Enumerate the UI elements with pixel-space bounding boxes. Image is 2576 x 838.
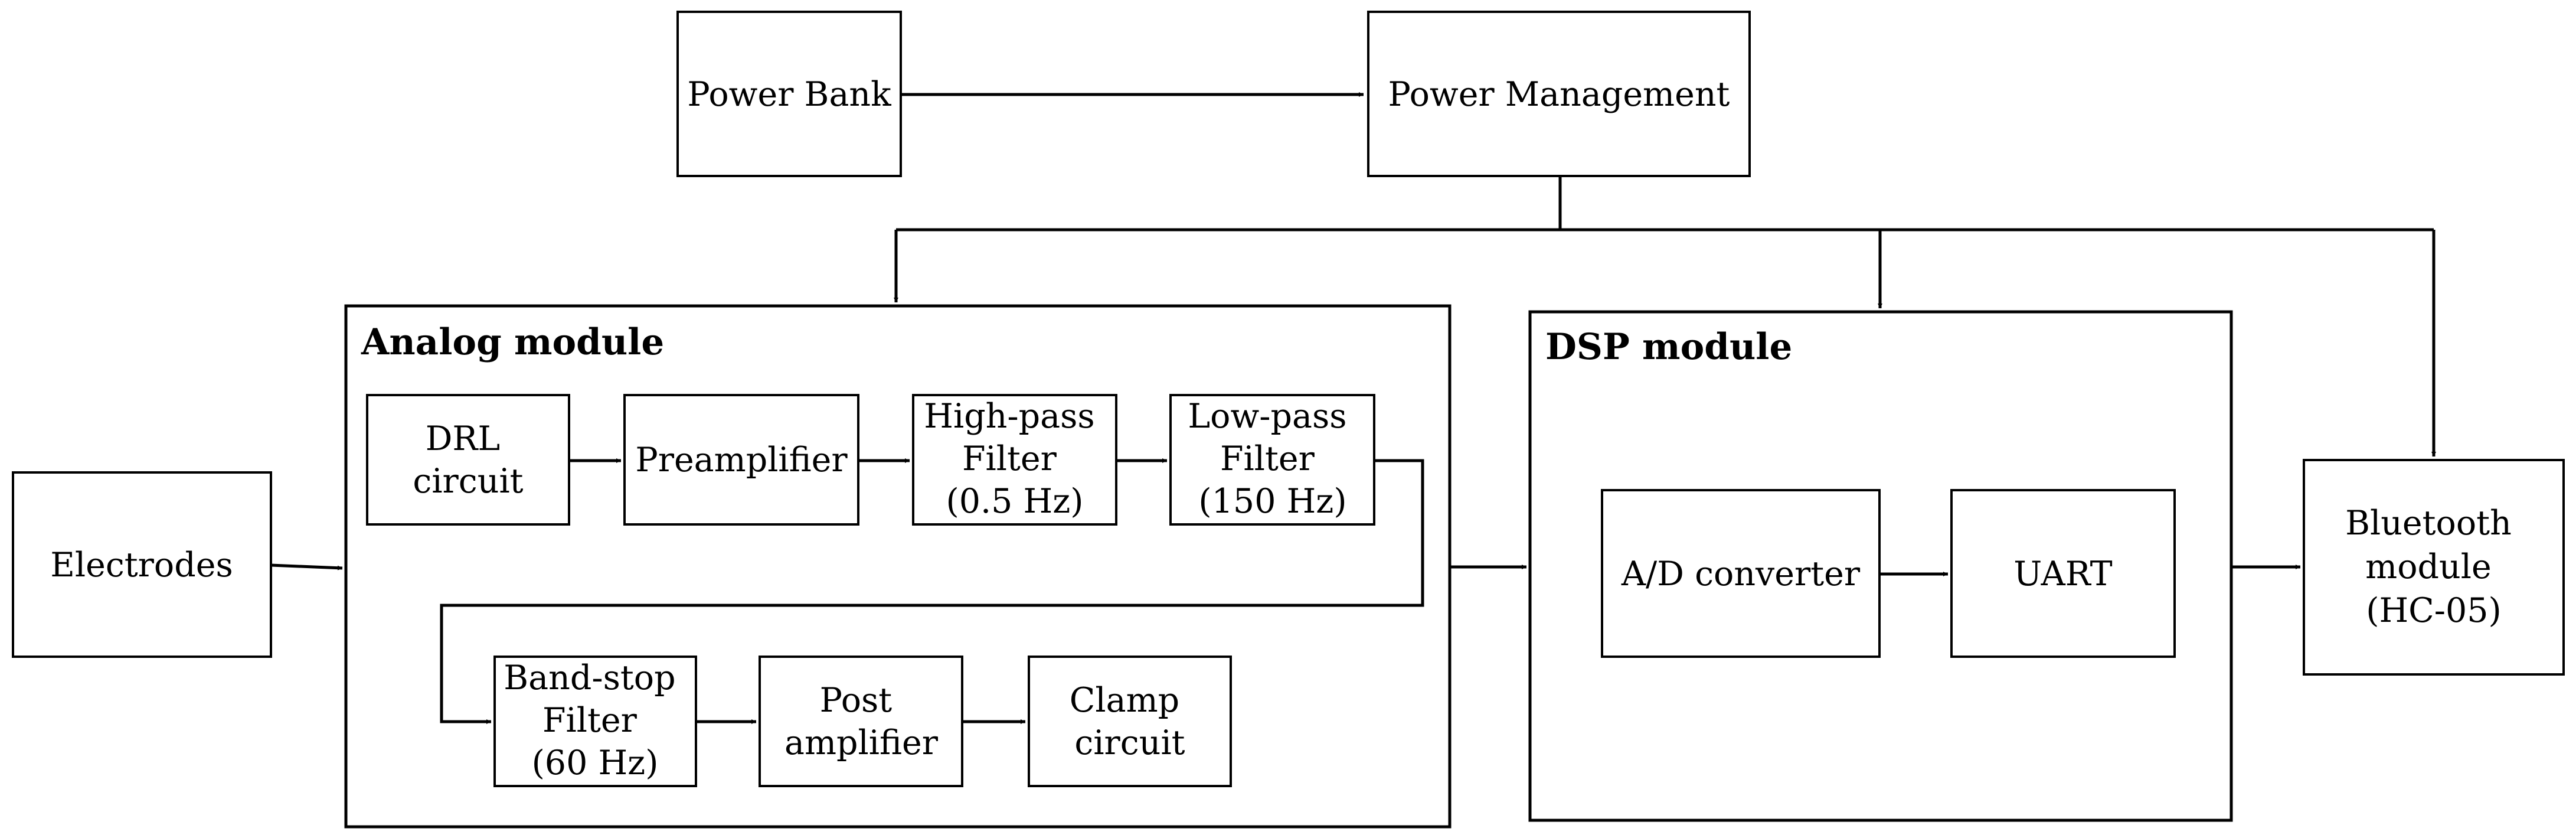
high-pass-filter-label: High-pass Filter (0.5 Hz) xyxy=(924,397,1106,521)
uart-block: UART xyxy=(1950,489,2176,658)
clamp-circuit-block: Clamp circuit xyxy=(1028,656,1232,787)
preamplifier-block: Preamplifier xyxy=(623,394,859,526)
bluetooth-module-block: Bluetooth module (HC-05) xyxy=(2303,459,2565,676)
bluetooth-module-label: Bluetooth module (HC-05) xyxy=(2345,504,2522,630)
power-bank-block: Power Bank xyxy=(676,11,902,177)
dsp-module-title: DSP module xyxy=(1545,326,1792,368)
preamplifier-label: Preamplifier xyxy=(635,441,848,480)
band-stop-filter-label: Band-stop Filter (60 Hz) xyxy=(504,658,686,782)
ad-converter-block: A/D converter xyxy=(1601,489,1881,658)
high-pass-filter-block: High-pass Filter (0.5 Hz) xyxy=(912,394,1117,526)
electrodes-block: Electrodes xyxy=(12,471,272,658)
wire-electrodes-to-analog xyxy=(270,563,343,570)
clamp-circuit-label: Clamp circuit xyxy=(1070,681,1191,762)
band-stop-filter-block: Band-stop Filter (60 Hz) xyxy=(493,656,697,787)
uart-label: UART xyxy=(2013,555,2112,594)
wire-low-pass-to-band-stop xyxy=(440,459,1424,724)
power-management-block: Power Management xyxy=(1367,11,1751,177)
drl-circuit-label: DRL circuit xyxy=(413,419,523,501)
dsp-module: DSP module xyxy=(1528,310,2233,822)
low-pass-filter-label: Low-pass Filter (150 Hz) xyxy=(1188,397,1357,521)
electrodes-label: Electrodes xyxy=(50,546,233,585)
low-pass-filter-block: Low-pass Filter (150 Hz) xyxy=(1169,394,1375,526)
power-bank-label: Power Bank xyxy=(687,75,891,114)
ad-converter-label: A/D converter xyxy=(1621,555,1861,594)
connectors xyxy=(270,92,2436,724)
power-management-label: Power Management xyxy=(1388,75,1730,114)
post-amplifier-label: Post amplifier xyxy=(784,681,939,762)
analog-module-title: Analog module xyxy=(361,321,664,363)
post-amplifier-block: Post amplifier xyxy=(759,656,963,787)
drl-circuit-block: DRL circuit xyxy=(366,394,570,526)
